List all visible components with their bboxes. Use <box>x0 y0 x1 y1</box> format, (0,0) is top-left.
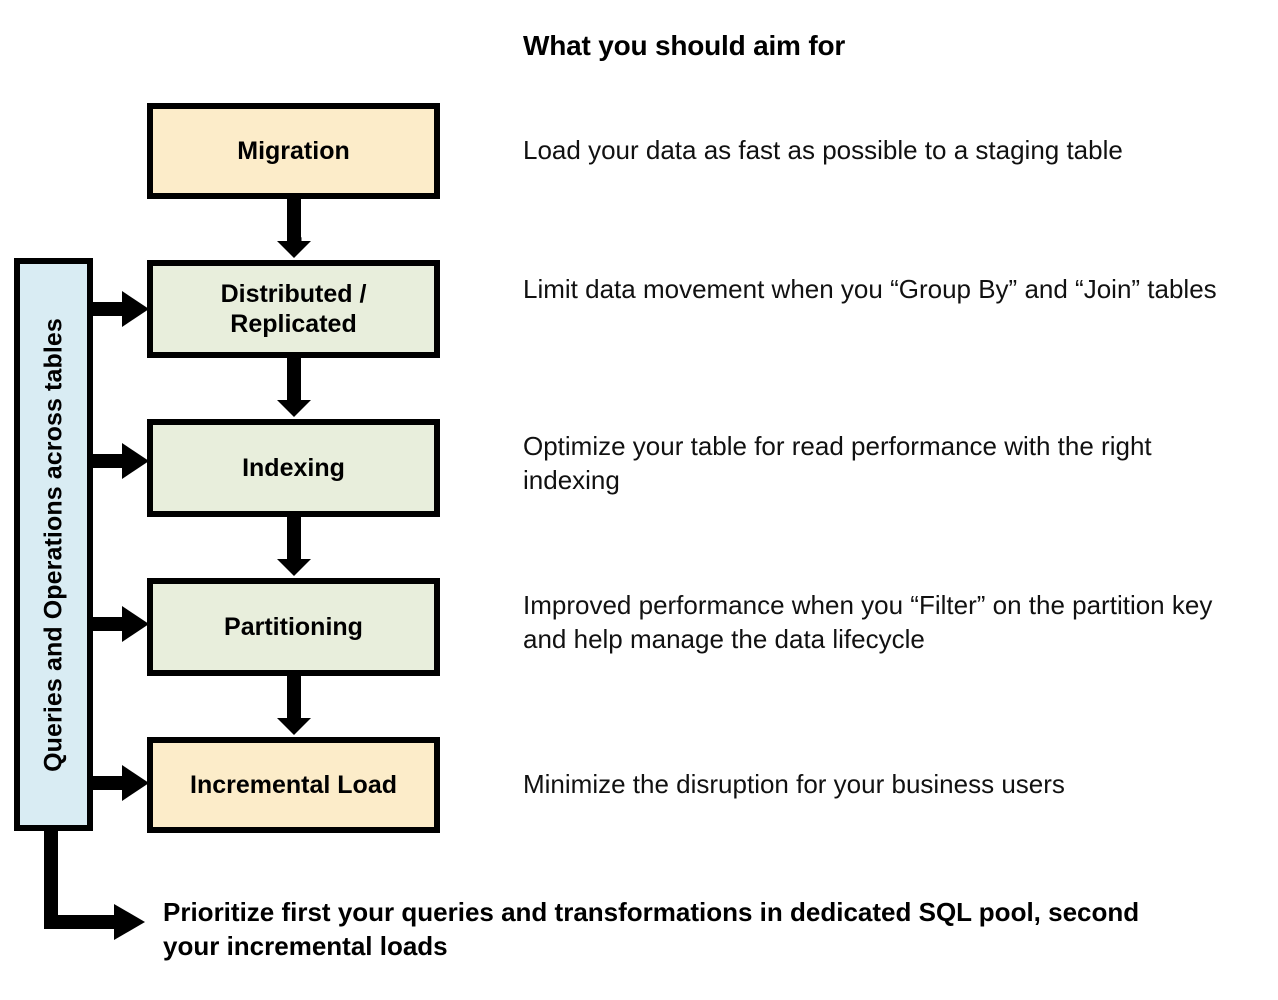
stage-box-migration[interactable]: Migration <box>147 103 440 199</box>
arrow-partitioning-to-incremental <box>277 676 311 735</box>
arrow-sidebar-to-partitioning <box>84 606 149 642</box>
stage-box-incremental-load[interactable]: Incremental Load <box>147 737 440 833</box>
stage-label-incremental-load: Incremental Load <box>190 770 397 799</box>
stage-label-line1: Distributed / <box>220 279 367 308</box>
stage-label-line2: Replicated <box>230 310 357 338</box>
stage-box-distributed-replicated[interactable]: Distributed / Replicated <box>147 260 440 358</box>
arrow-sidebar-to-incremental <box>84 765 149 801</box>
sidebar-queries-operations: Queries and Operations across tables <box>14 258 93 831</box>
conclusion-text: Prioritize first your queries and transf… <box>163 897 1140 961</box>
description-migration: Load your data as fast as possible to a … <box>523 135 1123 165</box>
sidebar-label: Queries and Operations across tables <box>39 317 67 772</box>
stage-label-distributed-replicated: Distributed / Replicated <box>215 279 373 340</box>
stage-label-partitioning: Partitioning <box>224 612 363 641</box>
description-indexing: Optimize your table for read performance… <box>523 431 1152 495</box>
description-incremental-load: Minimize the disruption for your busines… <box>523 769 1065 799</box>
page-title: What you should aim for <box>523 30 846 61</box>
arrow-sidebar-to-distributed <box>84 291 149 327</box>
description-partitioning: Improved performance when you “Filter” o… <box>523 590 1213 654</box>
stage-label-migration: Migration <box>237 136 350 165</box>
stage-label-indexing: Indexing <box>242 453 345 482</box>
arrow-indexing-to-partitioning <box>277 517 311 576</box>
arrow-distributed-to-indexing <box>277 358 311 417</box>
arrow-sidebar-to-indexing <box>84 443 149 479</box>
description-distributed-replicated: Limit data movement when you “Group By” … <box>523 274 1217 304</box>
stage-box-indexing[interactable]: Indexing <box>147 419 440 517</box>
arrow-migration-to-distributed <box>277 199 311 258</box>
arrow-sidebar-to-conclusion <box>44 831 145 940</box>
stage-box-partitioning[interactable]: Partitioning <box>147 578 440 676</box>
